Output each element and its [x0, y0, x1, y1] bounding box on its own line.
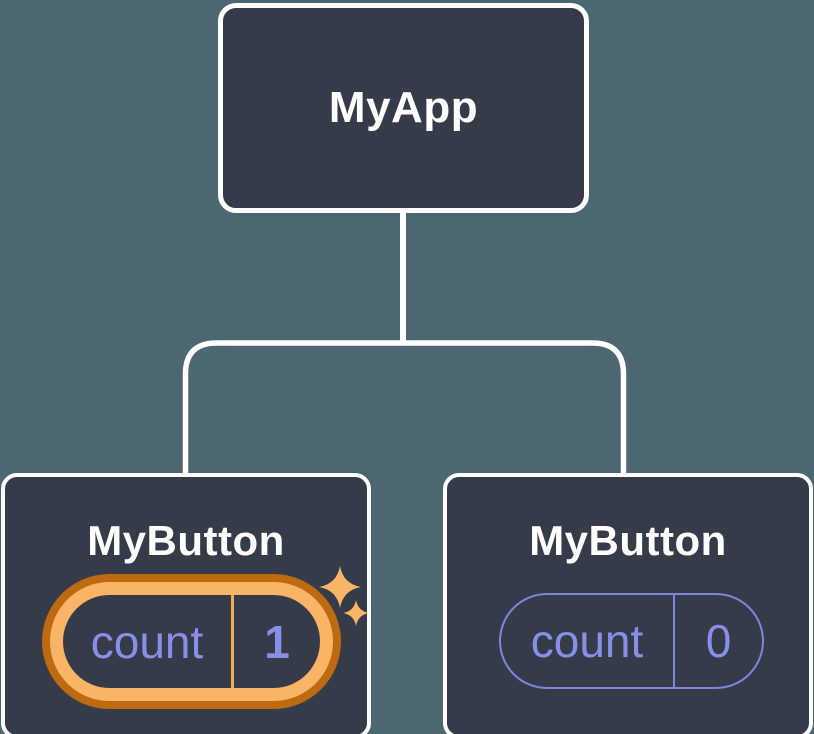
node-mybutton-2: MyButton count 0: [443, 473, 813, 734]
state-pill-highlighted: count 1: [42, 574, 341, 709]
state-pill-divider: [673, 595, 675, 687]
state-pill-divider: [231, 595, 234, 688]
node-myapp-label: MyApp: [328, 83, 479, 132]
state-value-cell: 1: [234, 595, 320, 688]
state-name: count: [90, 615, 204, 668]
state-pill-body: count 1: [63, 595, 320, 688]
state-value: 0: [705, 615, 732, 667]
state-pill-plain: count 0: [499, 593, 764, 689]
state-name: count: [530, 615, 644, 667]
state-pill-highlight-ring: count 1: [50, 582, 333, 701]
state-value: 1: [264, 615, 290, 668]
node-mybutton-1-label: MyButton: [87, 517, 285, 564]
node-myapp: MyApp: [218, 3, 589, 213]
state-value-cell: 0: [675, 595, 762, 687]
state-name-cell: count: [501, 595, 673, 687]
node-mybutton-1: MyButton count 1: [1, 473, 371, 734]
sparkles-icon: [319, 566, 369, 626]
node-mybutton-2-label: MyButton: [529, 517, 727, 564]
state-name-cell: count: [63, 595, 231, 688]
